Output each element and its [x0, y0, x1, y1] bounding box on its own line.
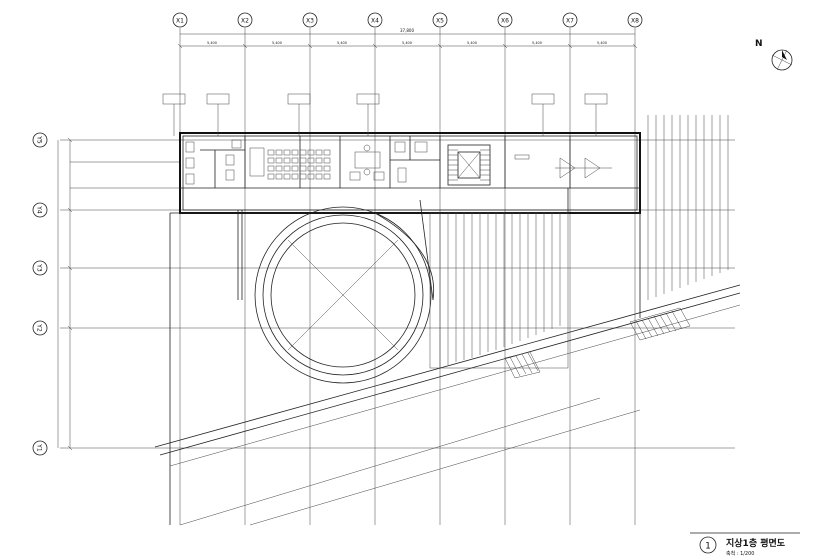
grid-label-x1: X1 — [176, 18, 184, 25]
exterior-hatch — [647, 115, 729, 300]
bay-dimension: 5,400 — [337, 41, 347, 45]
bay-dimension: 5,400 — [402, 41, 412, 45]
office-desk — [349, 144, 385, 181]
grid-label-y5: Y5 — [36, 135, 43, 144]
bay-dimension: 5,400 — [272, 41, 282, 45]
dimension-lines-top — [177, 33, 638, 49]
bay-dimension: 5,400 — [207, 41, 217, 45]
grid-label-y1: Y1 — [36, 443, 43, 452]
north-label: N — [755, 39, 763, 49]
overall-dimension: 37,800 — [400, 28, 414, 33]
deck-area — [429, 212, 569, 369]
grid-label-x4: X4 — [371, 18, 379, 25]
grid-label-x8: X8 — [631, 18, 639, 25]
drawing-title: 지상1층 평면도 — [726, 537, 786, 549]
bay-dimension: 5,400 — [597, 41, 607, 45]
grid-label-x2: X2 — [241, 18, 249, 25]
grid-label-y3: Y3 — [36, 263, 43, 272]
room-partitions — [200, 136, 571, 188]
row-grid-bubbles: Y5 Y4 Y3 Y2 Y1 — [32, 132, 48, 456]
title-block — [690, 532, 800, 554]
room-fixtures — [514, 154, 612, 179]
dimension-lines-left — [57, 137, 73, 451]
bay-dimension: 5,400 — [467, 41, 477, 45]
seating-area — [249, 147, 331, 180]
north-arrow-icon — [771, 49, 793, 71]
ramp-stripes — [509, 310, 683, 377]
bay-dimension: 5,400 — [532, 41, 542, 45]
grid-label-x5: X5 — [436, 18, 444, 25]
toilet-fixtures — [185, 139, 242, 185]
room-tags — [162, 93, 608, 136]
bay-dimensions: 5,400 5,400 5,400 5,400 5,400 5,400 5,40… — [207, 41, 607, 45]
diagonal-ramp — [154, 284, 741, 526]
title-number: 1 — [705, 542, 711, 552]
column-grid-bubbles: X1 X2 X3 X4 X5 X6 X7 X8 — [172, 12, 643, 28]
column-grid-lines — [179, 28, 636, 525]
grid-label-x3: X3 — [306, 18, 314, 25]
grid-label-x7: X7 — [566, 18, 574, 25]
grid-label-x6: X6 — [501, 18, 509, 25]
stair-core — [447, 144, 491, 186]
grid-label-y2: Y2 — [36, 323, 43, 332]
grid-label-y4: Y4 — [36, 205, 43, 214]
utility-rooms — [394, 141, 428, 183]
circular-court — [254, 199, 435, 384]
plaza-boundary — [169, 210, 641, 525]
drawing-scale: 축척 : 1/200 — [726, 550, 754, 557]
